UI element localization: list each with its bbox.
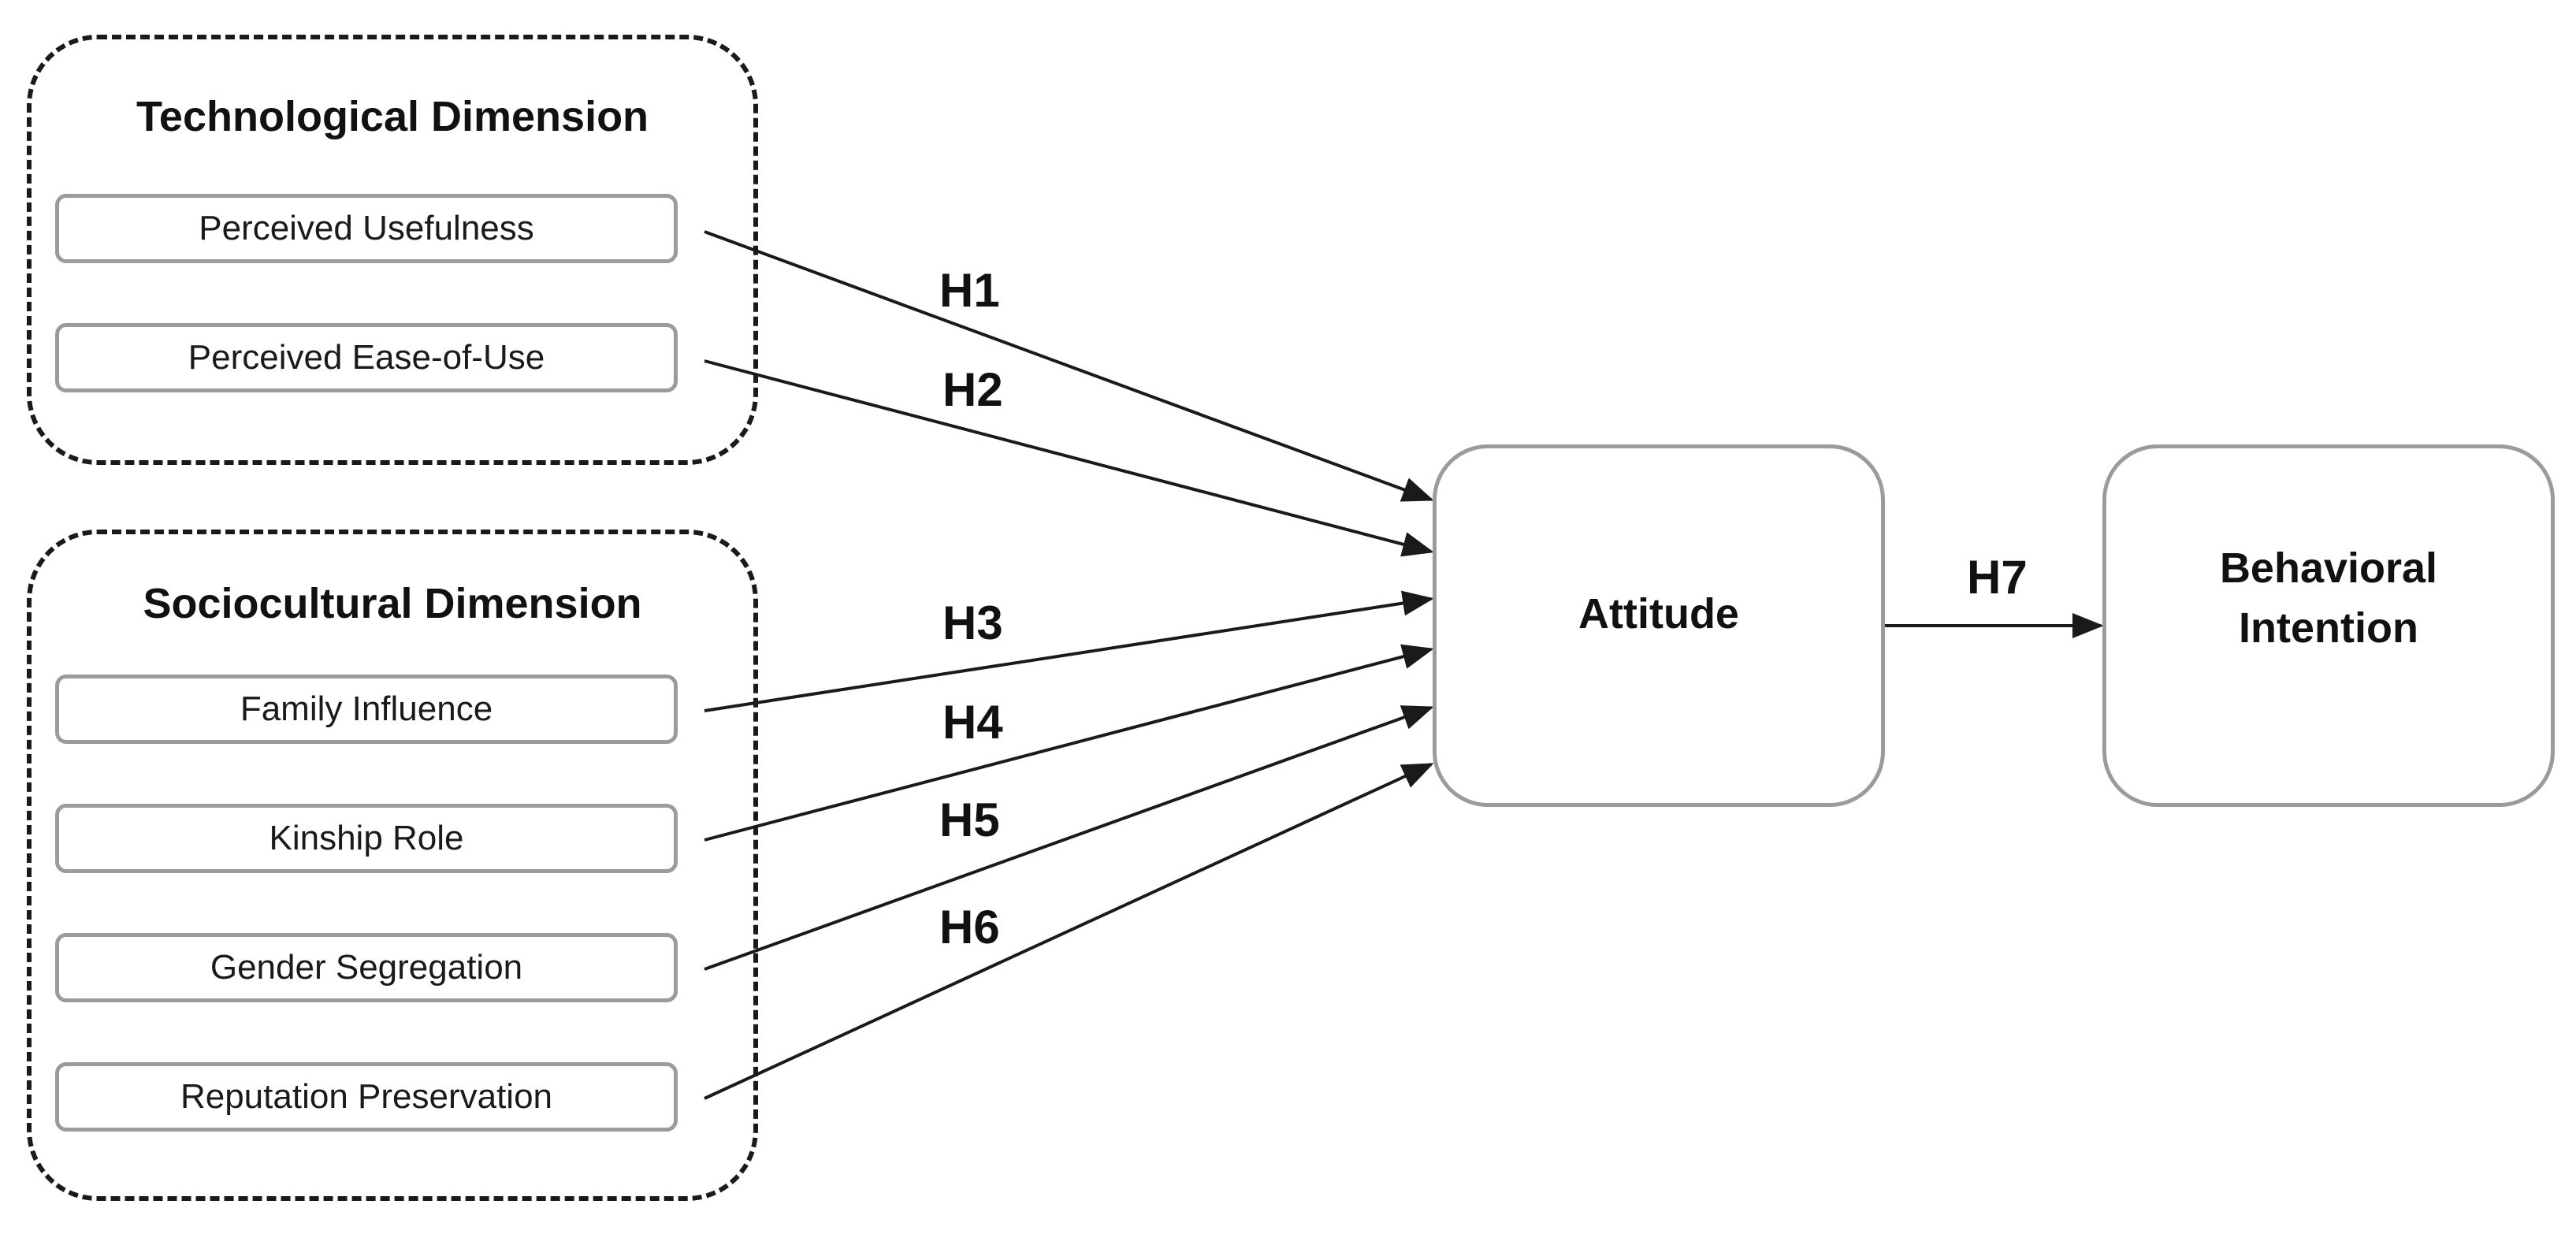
technological-dimension-group: Technological Dimension xyxy=(27,35,758,465)
hypothesis-label-h1: H1 xyxy=(939,264,1000,317)
arrow-h1 xyxy=(704,230,1434,502)
sociocultural-dimension-title: Sociocultural Dimension xyxy=(143,580,642,627)
perceived-ease-of-use-box: Perceived Ease-of-Use xyxy=(55,323,678,392)
technological-dimension-title: Technological Dimension xyxy=(136,93,649,140)
hypothesis-label-h5: H5 xyxy=(939,794,1000,846)
arrow-h2 xyxy=(704,359,1434,557)
hypothesis-label-h4: H4 xyxy=(942,696,1003,749)
behavioral-intention-label: Behavioral Intention xyxy=(2219,545,2438,652)
kinship-role-box: Kinship Role xyxy=(55,804,678,873)
arrow-h5 xyxy=(704,705,1434,971)
arrow-h6 xyxy=(704,763,1434,1100)
hypothesis-label-h3: H3 xyxy=(942,597,1003,649)
hypothesis-label-h6: H6 xyxy=(939,901,1000,953)
sociocultural-dimension-group: Sociocultural Dimension xyxy=(27,530,758,1201)
perceived-usefulness-box: Perceived Usefulness xyxy=(55,194,678,263)
family-influence-box: Family Influence xyxy=(55,675,678,744)
behavioral-intention-node: Behavioral Intention xyxy=(2102,444,2555,807)
arrow-h4 xyxy=(704,644,1434,842)
reputation-preservation-box: Reputation Preservation xyxy=(55,1062,678,1132)
attitude-label: Attitude xyxy=(1578,590,1739,637)
attitude-node: Attitude xyxy=(1433,444,1885,807)
hypothesis-label-h7: H7 xyxy=(1967,551,2028,604)
hypothesis-label-h2: H2 xyxy=(942,363,1003,416)
arrow-h3 xyxy=(704,590,1434,712)
gender-segregation-box: Gender Segregation xyxy=(55,933,678,1002)
